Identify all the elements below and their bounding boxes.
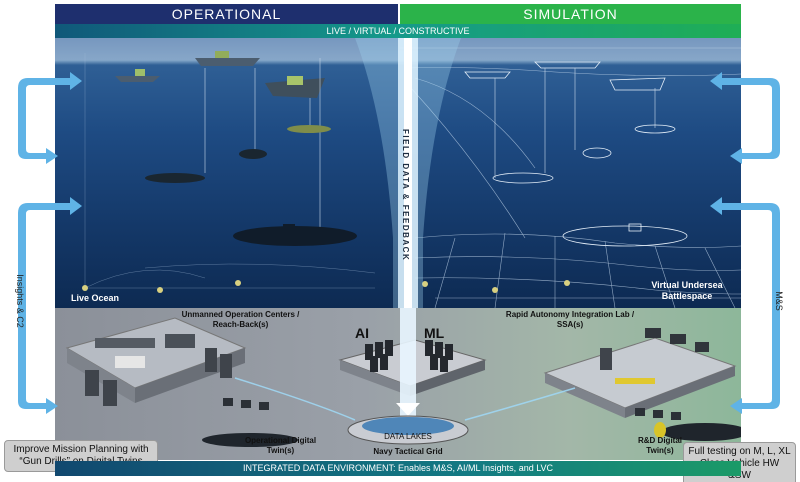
operation-center-floor [65,317,247,403]
modeling-simulation-label: M&S [774,291,784,311]
live-ocean-grid [84,53,376,289]
simulation-header: SIMULATION [400,4,741,24]
data-lakes-label: DATA LAKES [384,432,432,441]
lab-graphics [65,308,749,447]
tether-lines [204,58,656,228]
insights-c2-label: Insights & C2 [15,274,25,328]
beam-text: FIELD DATA & FEEDBACK [401,128,410,262]
ocean-graphics [55,38,741,308]
ai-ml-platform [338,308,487,418]
operational-header: OPERATIONAL [55,4,398,24]
seabed-sensors [82,280,570,293]
operational-twin-label: Operational Digital Twin(s) [244,436,317,455]
feedback-arrows [18,72,780,414]
navy-grid-label: Navy Tactical Grid [373,447,443,456]
integration-lab-title: Rapid Autonomy Integration Lab / SSA(s) [505,310,635,329]
operation-center-servers [85,348,232,406]
left-arrows [18,72,82,414]
virtual-wireframe-grid [400,47,741,308]
ocean-scene: Live Ocean Virtual Undersea Battlespace [55,38,741,308]
underwater-vehicles-virtual [492,124,688,247]
surface-vessels-virtual [464,61,666,91]
underwater-vehicles-live [145,125,357,246]
lvc-banner: LIVE / VIRTUAL / CONSTRUCTIVE [55,24,741,38]
ai-label: AI [355,325,369,341]
lab-section: Unmanned Operation Centers / Reach-Back(… [55,308,749,460]
field-data-beam [355,38,461,308]
operation-centers-title: Unmanned Operation Centers / Reach-Back(… [181,310,300,329]
data-lakes-disk [347,415,469,445]
virtual-battlespace-label: Virtual Undersea Battlespace [651,280,723,301]
workstations [223,398,681,420]
surface-vessels-live [115,51,325,98]
rd-twin-label: R&D Digital Twin(s) [638,436,682,455]
lab-vehicles [202,422,749,447]
network-links [234,377,576,421]
ml-label: ML [424,325,445,341]
integrated-data-environment-banner: INTEGRATED DATA ENVIRONMENT: Enables M&S… [55,461,741,476]
integration-lab-floor [543,328,737,418]
right-arrows [710,72,780,414]
live-ocean-label: Live Ocean [71,293,120,303]
